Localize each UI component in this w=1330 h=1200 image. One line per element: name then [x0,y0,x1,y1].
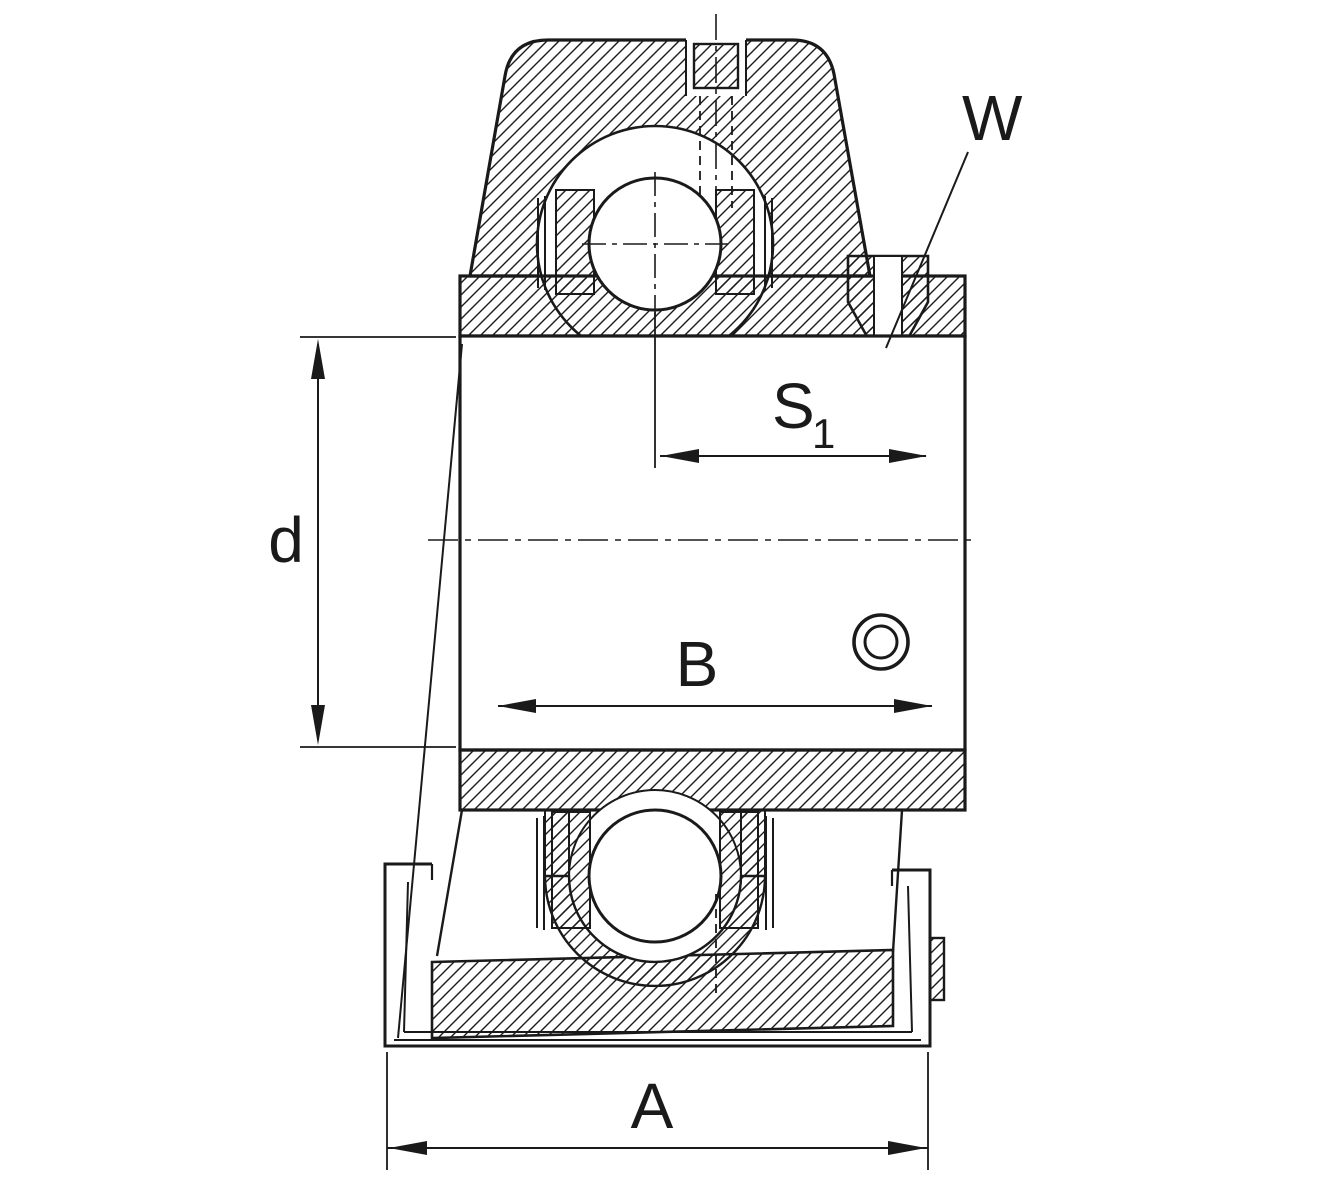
body-sleeve [458,334,967,752]
frame-right-tab [928,936,946,1002]
dim-d-extension-lines [300,336,456,748]
dim-b-arrow-right [894,699,932,713]
dim-d-arrow-up [311,339,325,379]
dim-s1-arrow-left [661,449,699,463]
dim-a-arrow-right [888,1141,926,1155]
leader-w-line [885,151,969,349]
lower-housing-bowl [543,874,767,988]
dim-label-s1: S [772,370,815,442]
lower-flange [458,748,967,812]
dimension-s1: S 1 [654,312,927,468]
seals-upper [537,196,773,290]
dim-d-arrow-down [311,705,325,745]
dimension-b: B [498,628,932,713]
seals-lower [536,816,774,930]
upper-ball [582,172,728,318]
lower-ball [587,808,723,944]
inner-ring-right-lower [719,811,759,929]
dim-label-a: A [631,1070,674,1142]
dim-label-d: d [268,504,304,576]
grub-screw [685,14,747,222]
take-up-frame [383,862,946,1048]
frame-outline [383,862,932,1048]
dim-s1-arrow-right [889,449,927,463]
dim-a-arrow-left [389,1141,427,1155]
base-plate [430,948,895,1040]
lube-hole [852,613,910,671]
lower-bearing [536,789,774,996]
dim-label-w: W [962,82,1023,154]
dim-label-s1-subscript: 1 [812,410,835,457]
inner-ring-left-lower [551,811,591,929]
lower-housing-shell [435,809,904,957]
frame-inner-walls [403,881,913,1033]
dim-a-extension-lines [386,1052,929,1170]
dimension-a: A [386,1052,929,1170]
leader-w: W [885,82,1023,349]
dim-label-b: B [676,628,719,700]
set-screw-w [846,254,930,344]
dim-b-arrow-left [498,699,536,713]
dimension-d: d [268,336,456,748]
frame-guide-edge [397,343,463,1039]
frame-lips [430,864,894,886]
